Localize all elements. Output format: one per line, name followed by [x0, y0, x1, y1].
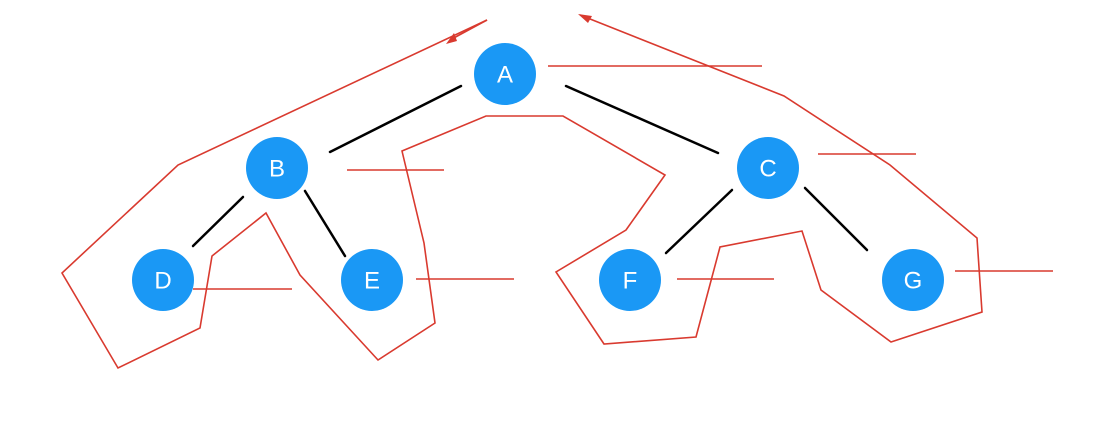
- edge-c-f: [664, 188, 734, 255]
- edge-a-c: [564, 84, 720, 155]
- node-circle-c: [737, 137, 799, 199]
- node-circle-b: [246, 137, 308, 199]
- node-circle-f: [599, 249, 661, 311]
- node-a: A: [474, 43, 536, 105]
- edge-c-g: [803, 186, 869, 252]
- node-circle-g: [882, 249, 944, 311]
- node-label-e: E: [364, 268, 380, 295]
- path-start-arrow-shaft: [449, 19, 488, 41]
- node-d: D: [132, 249, 194, 311]
- edge-b-e: [303, 189, 347, 258]
- tree-nodes: A B C D E F G: [132, 43, 944, 311]
- node-c: C: [737, 137, 799, 199]
- edge-b-d: [191, 195, 245, 248]
- path-end-arrow: [578, 14, 592, 23]
- node-circle-a: [474, 43, 536, 105]
- node-label-b: B: [269, 156, 285, 183]
- node-label-d: D: [154, 268, 171, 295]
- node-label-a: A: [497, 62, 513, 89]
- node-label-f: F: [623, 268, 638, 295]
- node-label-c: C: [759, 156, 776, 183]
- tree-edges: [191, 84, 869, 258]
- edge-a-b: [328, 84, 463, 154]
- node-e: E: [341, 249, 403, 311]
- traversal-path: [60, 14, 983, 370]
- node-label-g: G: [904, 268, 923, 295]
- node-circle-e: [341, 249, 403, 311]
- node-f: F: [599, 249, 661, 311]
- node-circle-d: [132, 249, 194, 311]
- node-g: G: [882, 249, 944, 311]
- node-b: B: [246, 137, 308, 199]
